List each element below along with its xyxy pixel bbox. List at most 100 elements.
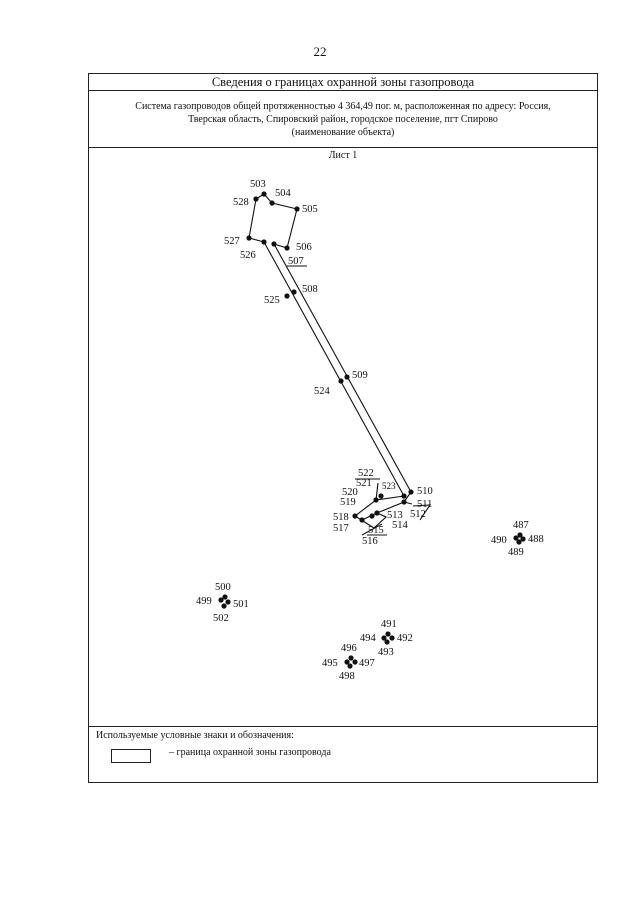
vertex-490 [513, 535, 519, 541]
point-label: 519 [340, 497, 356, 508]
vertex-504 [269, 200, 275, 206]
vertex-520 [373, 497, 379, 503]
point-label: 517 [333, 523, 349, 534]
point-label: 498 [339, 671, 355, 682]
point-label: 496 [341, 643, 357, 654]
boundary-top-square-left [248, 193, 265, 243]
vertex-525 [284, 293, 290, 299]
vertex-505 [294, 206, 300, 212]
point-label: 522 [358, 468, 374, 479]
point-label: 520 [342, 487, 358, 498]
point-label: 515 [368, 525, 384, 536]
vertex-497 [352, 659, 358, 665]
document-frame: Сведения о границах охранной зоны газопр… [88, 73, 598, 783]
vertex-495 [344, 659, 350, 665]
vertex-499 [218, 597, 224, 603]
vertex-528 [253, 196, 259, 202]
point-label: 491 [381, 619, 397, 630]
vertex-514 [369, 513, 375, 519]
vertex-489 [516, 539, 522, 545]
point-label: 493 [378, 647, 394, 658]
point-label: 499 [196, 596, 212, 607]
vertex-492 [389, 635, 395, 641]
vertex-494 [381, 635, 387, 641]
point-label: 521 [356, 478, 372, 489]
vertex-508 [291, 289, 297, 295]
vertex-521 [378, 493, 384, 499]
legend-title: Используемые условные знаки и обозначени… [96, 730, 294, 741]
point-label: 489 [508, 547, 524, 558]
point-label: 500 [215, 582, 231, 593]
point-label: 495 [322, 658, 338, 669]
point-label: 516 [362, 536, 378, 547]
point-label: 504 [275, 188, 292, 199]
vertex-509 [344, 374, 350, 380]
vertex-518 [352, 513, 358, 519]
corridor-line-inner [273, 243, 412, 493]
boundary-vertices [218, 191, 526, 669]
document-title: Сведения о границах охранной зоны газопр… [89, 74, 597, 91]
vertex-510 [408, 489, 414, 495]
vertex-513 [374, 510, 380, 516]
vertex-506 [284, 245, 290, 251]
corridor-line-outer [263, 241, 405, 497]
point-label: 523 [382, 481, 396, 491]
point-label: 508 [302, 284, 318, 295]
vertex-491 [385, 631, 391, 637]
point-label: 512 [410, 509, 426, 520]
vertex-498 [347, 663, 353, 669]
vertex-526 [261, 239, 267, 245]
legend-section: Используемые условные знаки и обозначени… [89, 726, 597, 784]
point-label: 488 [528, 534, 544, 545]
vertex-507 [271, 241, 277, 247]
point-label: 525 [264, 295, 280, 306]
object-description: Система газопроводов общей протяженность… [89, 91, 597, 148]
sheet-label: Лист 1 [328, 150, 358, 161]
point-label: 507 [288, 256, 304, 267]
point-labels: 503 504 505 528 527 526 506 507 508 525 … [196, 179, 544, 682]
point-label: 505 [302, 204, 318, 215]
point-label: 503 [250, 179, 266, 190]
description-line-1: Система газопроводов общей протяженность… [135, 101, 551, 112]
vertex-502 [221, 603, 227, 609]
point-label: 492 [397, 633, 413, 644]
point-label: 511 [417, 499, 432, 510]
point-label: 494 [360, 633, 377, 644]
vertex-487 [517, 532, 523, 538]
vertex-524 [338, 378, 344, 384]
vertex-503 [261, 191, 267, 197]
vertex-488 [520, 536, 526, 542]
cluster-boundary-c [354, 512, 387, 529]
point-label: 497 [359, 658, 375, 669]
description-line-3: (наименование объекта) [291, 127, 395, 138]
vertex-501 [225, 599, 231, 605]
point-label: 524 [314, 386, 331, 397]
page-number: 22 [313, 44, 327, 59]
point-label: 528 [233, 197, 249, 208]
point-label: 526 [240, 250, 256, 261]
point-label: 490 [491, 535, 507, 546]
sheet-area: Лист 1 [89, 148, 597, 798]
vertex-500 [222, 594, 228, 600]
cluster-boundary-d [375, 482, 379, 501]
vertex-493 [384, 639, 390, 645]
description-line-2: Тверская область, Спировский район, горо… [188, 114, 498, 125]
point-label: 518 [333, 512, 349, 523]
point-label: 513 [387, 510, 403, 521]
legend-boundary-symbol [111, 749, 151, 763]
vertex-496 [348, 655, 354, 661]
vertex-527 [246, 235, 252, 241]
vertex-511 [401, 499, 407, 505]
vertex-517 [359, 517, 365, 523]
point-label: 527 [224, 236, 240, 247]
point-label: 501 [233, 599, 249, 610]
legend-boundary-text: – граница охранной зоны газопровода [169, 747, 331, 758]
point-label: 502 [213, 613, 229, 624]
cluster-boundary-f [361, 523, 383, 536]
point-label: 514 [392, 520, 409, 531]
boundary-top-square [263, 193, 298, 249]
point-label: 506 [296, 242, 312, 253]
point-label: 510 [417, 486, 433, 497]
point-label: 487 [513, 520, 529, 531]
